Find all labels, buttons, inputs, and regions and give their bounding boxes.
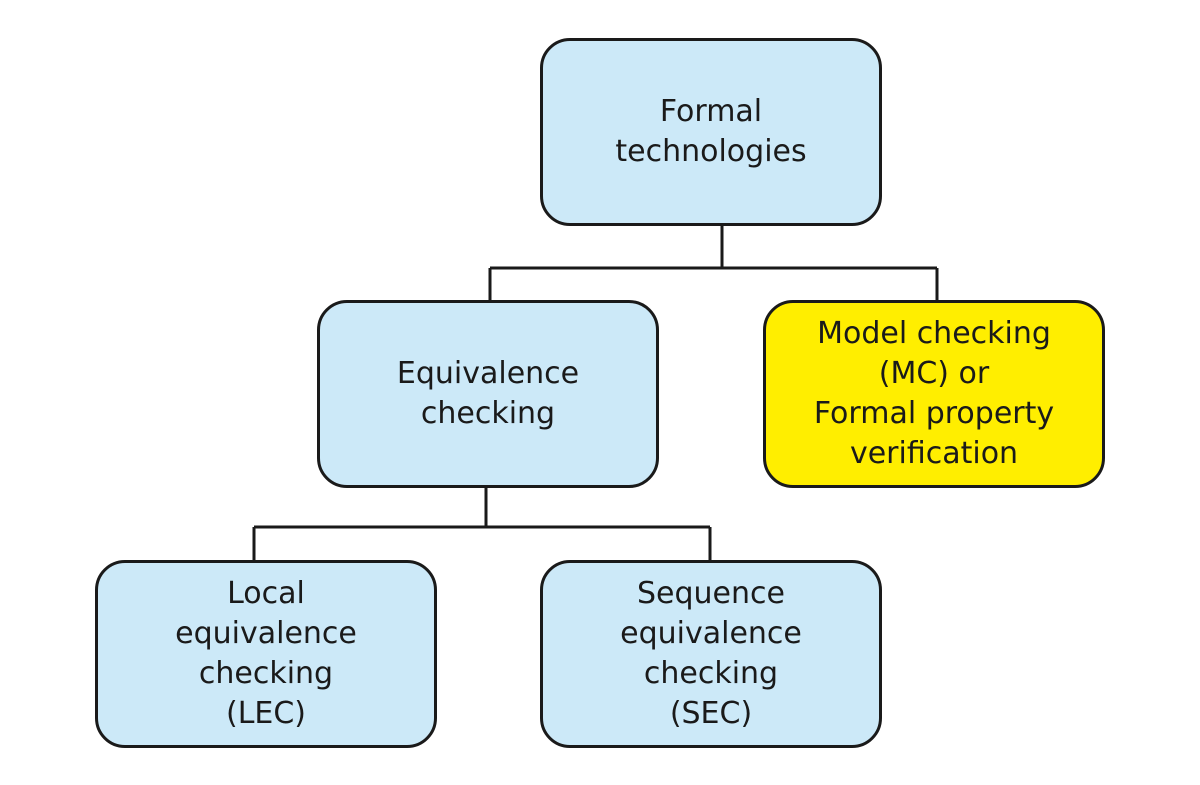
equivalence-checking-node: Equivalence checking (317, 300, 659, 488)
local-equivalence-checking-label: Local equivalence checking (LEC) (175, 576, 357, 731)
sequence-equivalence-checking-node: Sequence equivalence checking (SEC) (540, 560, 882, 748)
local-equivalence-checking-node: Local equivalence checking (LEC) (95, 560, 437, 748)
equivalence-checking-label: Equivalence checking (396, 356, 580, 431)
formal-technologies-label: Formal technologies (615, 94, 807, 169)
formal-technologies-node: Formal technologies (540, 38, 882, 226)
sequence-equivalence-checking-label: Sequence equivalence checking (SEC) (620, 576, 802, 731)
model-checking-node: Model checking (MC) or Formal property v… (763, 300, 1105, 488)
model-checking-label: Model checking (MC) or Formal property v… (813, 316, 1055, 471)
